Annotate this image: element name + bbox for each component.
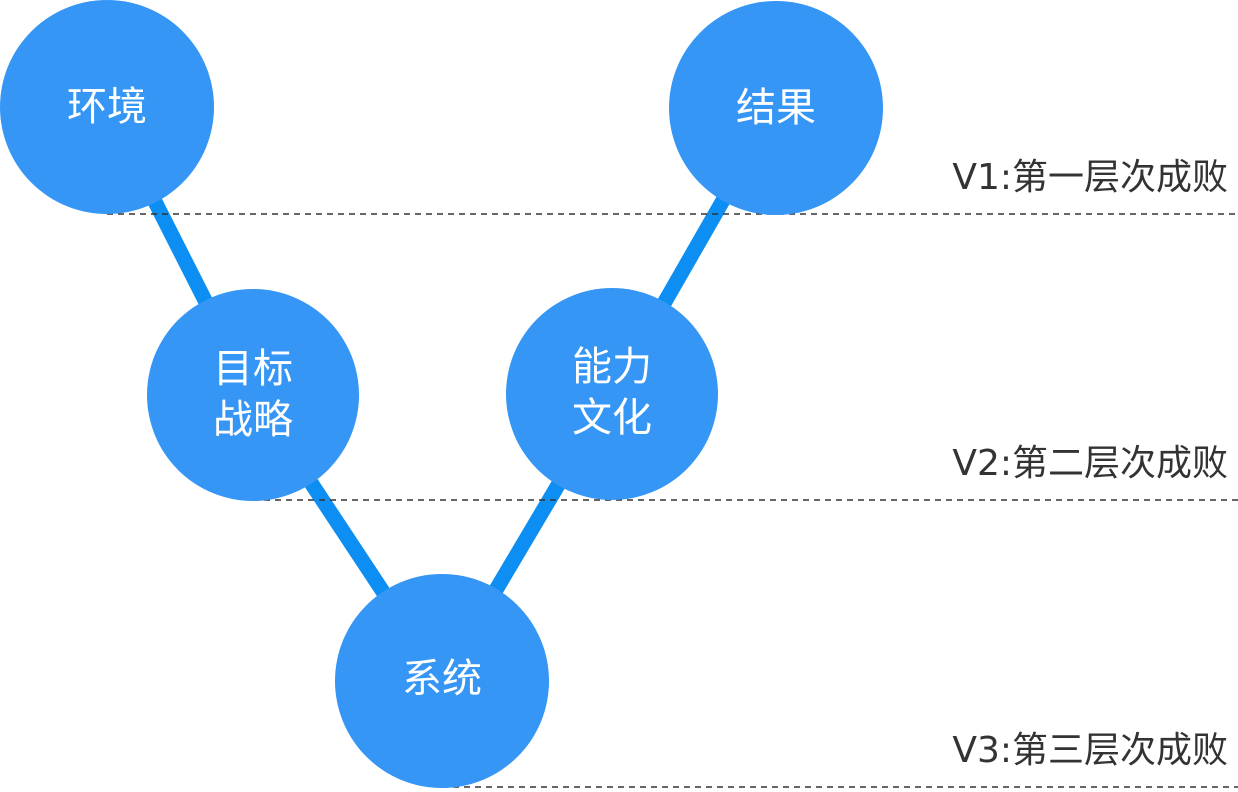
- level-label-v2: V2:第二层次成败: [952, 443, 1228, 484]
- node-ability-culture-label-line1: 能力: [572, 344, 652, 390]
- node-ability-culture: 能力 文化: [506, 288, 718, 500]
- node-goal-strategy-circle: [147, 289, 359, 501]
- node-environment-circle: [0, 0, 214, 214]
- node-environment-label: 环境: [67, 84, 147, 130]
- node-system-label: 系统: [402, 656, 482, 702]
- node-environment: 环境: [0, 0, 214, 214]
- node-result-label: 结果: [736, 85, 816, 131]
- node-ability-culture-circle: [506, 288, 718, 500]
- level-label-v3: V3:第三层次成败: [952, 730, 1228, 771]
- node-ability-culture-label-line2: 文化: [572, 395, 652, 441]
- node-goal-strategy-label-line2: 战略: [213, 397, 293, 443]
- node-system-circle: [335, 574, 549, 788]
- node-goal-strategy-label-line1: 目标: [213, 346, 293, 392]
- node-goal-strategy: 目标 战略: [147, 289, 359, 501]
- node-result: 结果: [669, 1, 883, 215]
- node-result-circle: [669, 1, 883, 215]
- node-system: 系统: [335, 574, 549, 788]
- level-label-v1: V1:第一层次成败: [952, 157, 1228, 198]
